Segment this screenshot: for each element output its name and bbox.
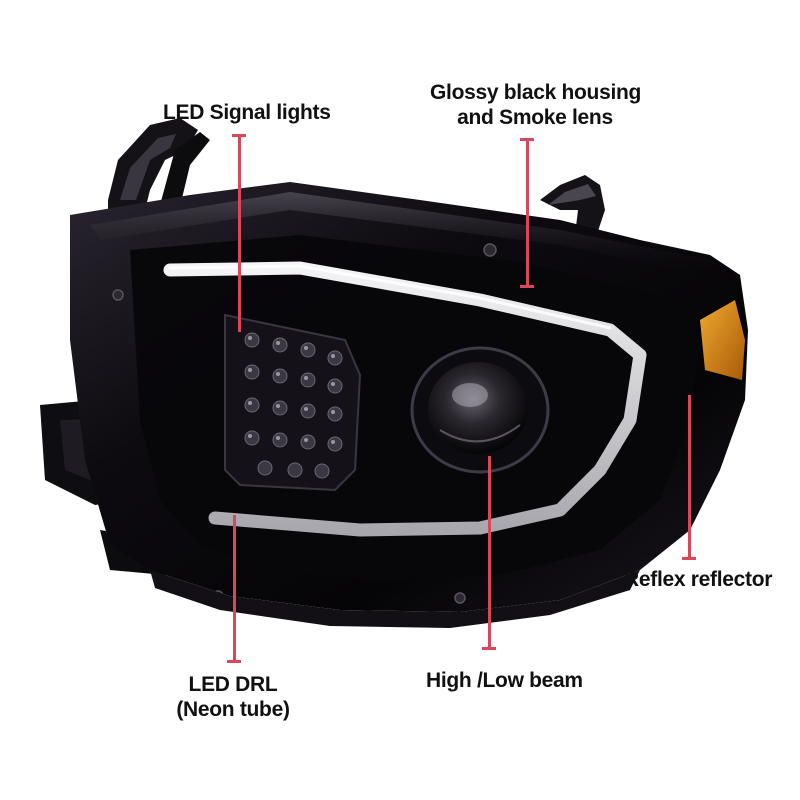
beam-pointer-cap	[482, 647, 496, 650]
reflector-pointer-line	[688, 395, 691, 560]
led-signal-lights-label: LED Signal lights	[163, 101, 331, 124]
high-low-beam-label: High /Low beam	[426, 669, 583, 692]
housing-pointer-cap-bottom	[520, 285, 534, 288]
reflex-reflector-label: Reflex reflector	[624, 568, 773, 591]
housing-pointer-line	[526, 140, 529, 288]
led-signal-pointer-line	[238, 136, 241, 332]
housing-lens-label: Glossy black housing and Smoke lens	[430, 81, 642, 129]
reflector-pointer-cap	[682, 557, 696, 560]
led-signal-pointer-cap	[232, 134, 246, 137]
projector-lens	[410, 346, 550, 474]
drl-pointer-cap	[227, 660, 241, 663]
led-signal-cluster	[224, 313, 362, 492]
housing-pointer-cap-top	[520, 138, 534, 141]
led-drl-label: LED DRL (Neon tube)	[176, 673, 290, 721]
drl-pointer-line	[233, 515, 236, 663]
beam-pointer-line	[488, 456, 491, 650]
drl-neon-tube	[163, 261, 647, 537]
amber-reflector	[700, 300, 745, 380]
mounting-bracket-right	[540, 175, 605, 240]
